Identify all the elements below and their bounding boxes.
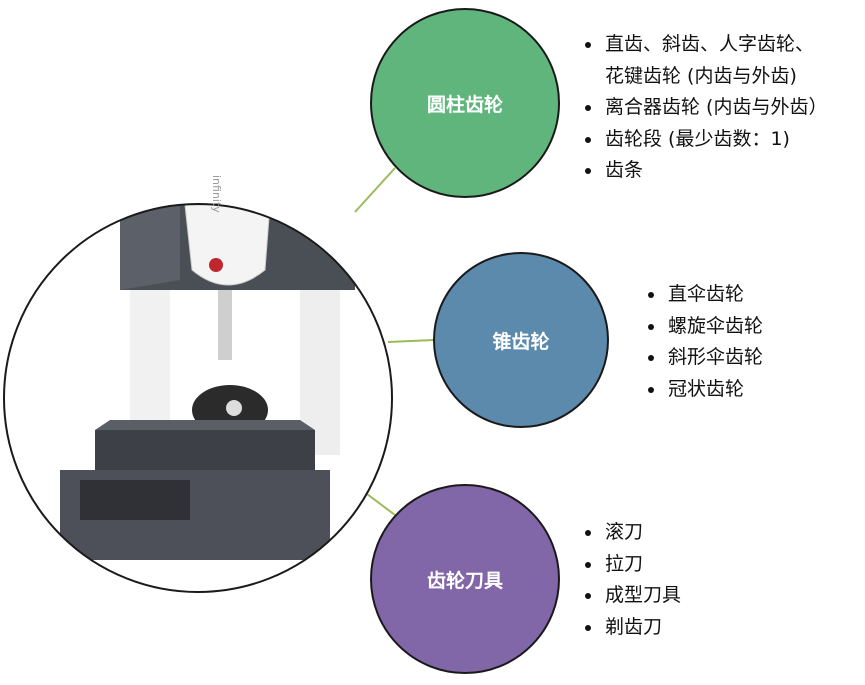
bubble-cylindrical-gear: 圆柱齿轮 bbox=[370, 8, 560, 198]
bevel-gear-list: 直伞齿轮 螺旋伞齿轮 斜形伞齿轮 冠状齿轮 bbox=[648, 279, 763, 405]
list-item: 直齿、斜齿、人字齿轮、花键齿轮 (内齿与外齿) bbox=[585, 29, 827, 92]
bubble-bevel-gear: 锥齿轮 bbox=[433, 252, 609, 428]
list-item: 滚刀 bbox=[585, 517, 681, 549]
list-item: 齿条 bbox=[585, 155, 827, 187]
list-item: 成型刀具 bbox=[585, 580, 681, 612]
connector-line bbox=[387, 339, 435, 343]
list-item: 离合器齿轮 (内齿与外齿） bbox=[585, 92, 827, 124]
list-item: 剃齿刀 bbox=[585, 612, 681, 644]
list-item: 螺旋伞齿轮 bbox=[648, 311, 763, 343]
bubble-title: 锥齿轮 bbox=[492, 330, 550, 353]
connector-line bbox=[354, 167, 396, 213]
gear-tools-list: 滚刀 拉刀 成型刀具 剃齿刀 bbox=[585, 517, 681, 643]
list-item: 冠状齿轮 bbox=[648, 374, 763, 406]
cylindrical-gear-list: 直齿、斜齿、人字齿轮、花键齿轮 (内齿与外齿) 离合器齿轮 (内齿与外齿） 齿轮… bbox=[585, 29, 827, 187]
bubble-title: 齿轮刀具 bbox=[426, 569, 503, 592]
list-item: 斜形伞齿轮 bbox=[648, 342, 763, 374]
bubble-gear-tools: 齿轮刀具 bbox=[370, 484, 560, 674]
list-item: 拉刀 bbox=[585, 549, 681, 581]
brand-text: infinity bbox=[210, 175, 223, 213]
bubble-title: 圆柱齿轮 bbox=[426, 93, 503, 116]
list-item: 齿轮段 (最少齿数：1) bbox=[585, 124, 827, 156]
measuring-machine-photo bbox=[4, 204, 392, 592]
list-item: 直伞齿轮 bbox=[648, 279, 763, 311]
